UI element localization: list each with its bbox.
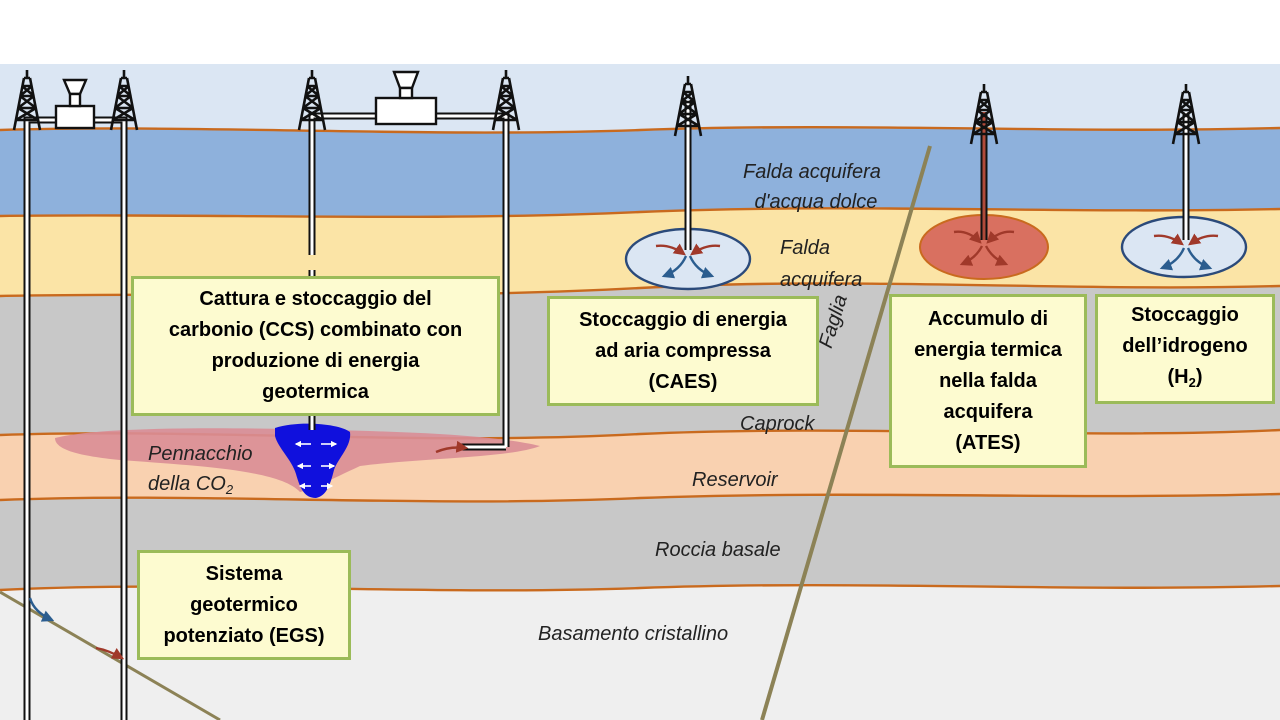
bedrock-label: Roccia basale xyxy=(655,539,781,561)
h2-box: Stoccaggio dell’idrogeno (H2) xyxy=(1095,294,1275,404)
h2-box-line3: (H2) xyxy=(1167,366,1203,390)
reservoir-label: Reservoir xyxy=(692,469,778,491)
aquifer-label: Falda acquifera xyxy=(780,237,863,291)
ates-box-text: Accumulo di energia termica nella falda … xyxy=(914,307,1062,454)
wellhead-plant-icon xyxy=(374,70,438,126)
ates-box: Accumulo di energia termica nella falda … xyxy=(889,294,1087,468)
caprock-label: Caprock xyxy=(740,413,815,435)
layer-freshwater-aquifer xyxy=(0,127,1280,217)
ccs-box-text: Cattura e stoccaggio del carbonio (CCS) … xyxy=(168,288,463,403)
egs-fracture-line xyxy=(0,590,221,720)
ccs-box: Cattura e stoccaggio del carbonio (CCS) … xyxy=(131,276,500,416)
fault-line xyxy=(760,145,932,720)
co2-flow-arrows xyxy=(294,440,338,490)
h2-box-line1: Stoccaggio xyxy=(1131,304,1239,326)
sky-band xyxy=(0,64,1280,134)
caes-box: Stoccaggio di energia ad aria compressa … xyxy=(547,296,819,406)
wellhead-plant-icon xyxy=(54,78,96,130)
flow-arrow-icon xyxy=(28,230,1219,660)
basement-label: Basamento cristallino xyxy=(538,623,729,645)
freshwater-aquifer-label: Falda acquifera d'acqua dolce xyxy=(743,161,881,213)
egs-box: Sistema geotermico potenziato (EGS) xyxy=(137,550,351,660)
caes-box-text: Stoccaggio di energia ad aria compressa … xyxy=(579,308,787,393)
egs-box-text: Sistema geotermico potenziato (EGS) xyxy=(163,562,325,647)
co2-plume-label: Pennacchio della CO2 xyxy=(148,443,253,497)
h2-box-line2: dell’idrogeno xyxy=(1122,335,1248,357)
